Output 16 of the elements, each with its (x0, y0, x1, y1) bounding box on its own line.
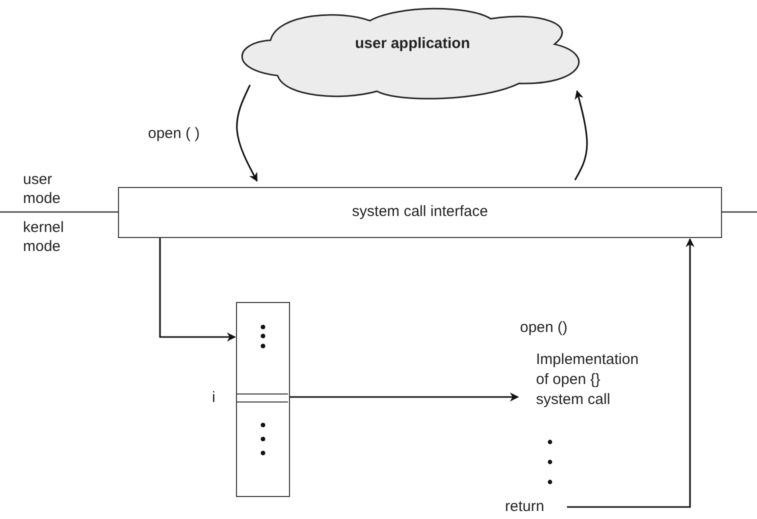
table-box (236, 302, 290, 497)
function-name: open () (520, 318, 569, 338)
arrow (159, 238, 236, 342)
index-label: i (212, 388, 216, 407)
box-label: system call interface (351, 202, 489, 222)
arrow (290, 392, 519, 402)
mode-label: user mode (23, 170, 62, 208)
edge-label: open ( ) (148, 124, 200, 143)
code-text: Implementation of open {} system call (536, 350, 640, 410)
arrow (236, 84, 258, 182)
arrow (567, 238, 694, 508)
mode-label: kernel mode (23, 218, 65, 256)
cloud-label: user application (354, 34, 472, 54)
interface-box (118, 187, 722, 238)
arrow (574, 90, 588, 180)
code-text: return (505, 497, 546, 517)
